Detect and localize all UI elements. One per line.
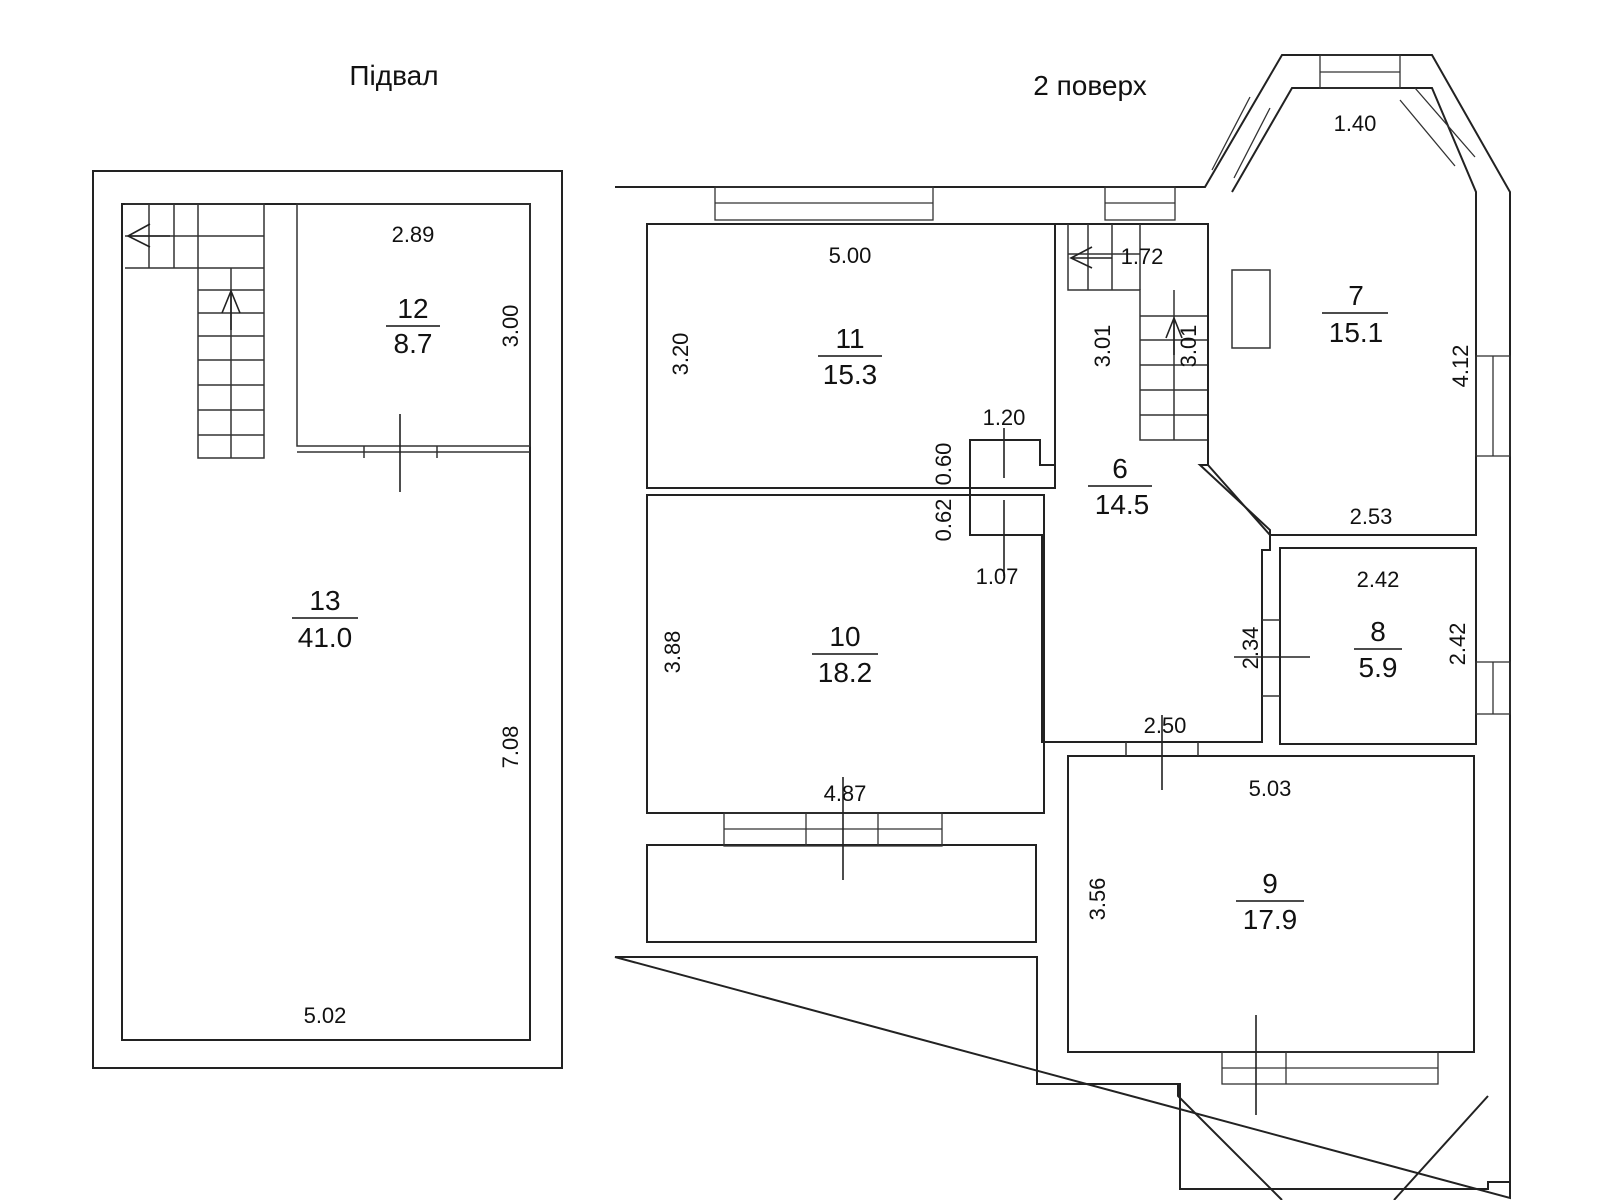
- balcony-box: [646, 844, 1037, 943]
- room-11-number: 11: [835, 323, 864, 354]
- room-6-outline: [969, 223, 1271, 743]
- dim-1-20: 1.20: [983, 405, 1026, 430]
- dim-3-01-left: 3.01: [1090, 325, 1115, 368]
- dim-2-50: 2.50: [1144, 713, 1187, 738]
- room-6-area: 14.5: [1095, 489, 1150, 520]
- room-10-number: 10: [829, 621, 860, 652]
- dim-5-02: 5.02: [304, 1003, 347, 1028]
- windows: [714, 54, 1511, 1085]
- stair-left-arrow-icon: [126, 223, 170, 248]
- room-10-area: 18.2: [818, 657, 873, 688]
- room-12-area: 8.7: [394, 328, 433, 359]
- dim-3-01-right: 3.01: [1176, 325, 1201, 368]
- dim-1-07: 1.07: [976, 564, 1019, 589]
- dim-3-88: 3.88: [660, 631, 685, 674]
- floor2-title: 2 поверх: [1033, 70, 1146, 101]
- dim-5-00: 5.00: [829, 243, 872, 268]
- dim-2-53: 2.53: [1350, 504, 1393, 529]
- room-13-number: 13: [309, 585, 340, 616]
- doors: [842, 428, 1310, 1115]
- dim-2-42-right: 2.42: [1445, 623, 1470, 666]
- room-8-area: 5.9: [1359, 652, 1398, 683]
- dim-2-34: 2.34: [1238, 627, 1263, 670]
- room-12-outline: [296, 203, 531, 447]
- room-8-outline: [1279, 547, 1477, 745]
- dim-2-89: 2.89: [392, 222, 435, 247]
- basement-outer-wall: [92, 170, 563, 1069]
- dim-0-62: 0.62: [931, 499, 956, 542]
- dim-3-20: 3.20: [668, 333, 693, 376]
- dim-1-72: 1.72: [1121, 244, 1164, 269]
- floor2-staircase: [1067, 224, 1208, 441]
- dim-2-42-top: 2.42: [1357, 567, 1400, 592]
- room-12-number: 12: [397, 293, 428, 324]
- floor2-plan: 5.00 3.20 11 15.3 1.20 0.60 0.62 1.07 3.…: [614, 54, 1511, 1200]
- dim-1-40: 1.40: [1334, 111, 1377, 136]
- room-13-area: 41.0: [298, 622, 353, 653]
- stair-up-arrow-icon: [221, 288, 241, 330]
- dim-0-60: 0.60: [931, 443, 956, 486]
- basement-staircase: [125, 203, 265, 459]
- basement-title: Підвал: [349, 60, 438, 91]
- room-7-area: 15.1: [1329, 317, 1384, 348]
- stair2-up-arrow-icon: [1165, 315, 1183, 355]
- room-9-area: 17.9: [1243, 904, 1298, 935]
- dim-3-56: 3.56: [1085, 878, 1110, 921]
- room-7-number: 7: [1348, 280, 1364, 311]
- balcony-bay: [1177, 1084, 1489, 1200]
- dim-4-12: 4.12: [1448, 345, 1473, 388]
- dim-3-00: 3.00: [498, 305, 523, 348]
- room-11-area: 15.3: [823, 359, 878, 390]
- room-7-outline: [1207, 87, 1477, 536]
- room-8-number: 8: [1370, 616, 1386, 647]
- stair2-left-arrow-icon: [1069, 246, 1112, 269]
- dim-4-87: 4.87: [824, 781, 867, 806]
- basement-plan: 2.89 3.00 12 8.7 13 41.0 7.08 5.02: [92, 170, 563, 1069]
- room-6-number: 6: [1112, 453, 1128, 484]
- dim-7-08: 7.08: [498, 726, 523, 769]
- room-9-number: 9: [1262, 868, 1278, 899]
- dim-5-03: 5.03: [1249, 776, 1292, 801]
